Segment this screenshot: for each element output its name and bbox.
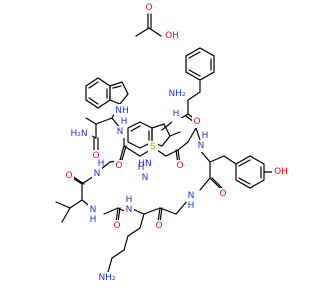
cys-hydrogen-label: H [138, 163, 145, 173]
amine-nh2-label: NH₂ [168, 89, 186, 99]
trp-amide-hydrogen-label: H [121, 117, 128, 127]
acetic-acid-structure: O OH [135, 3, 179, 41]
cys-nitrogen-label: N [142, 173, 149, 183]
molecule-diagram: O OH [55, 3, 290, 284]
val-amide-nitrogen-label: N [90, 205, 97, 215]
sulfur-label: S [150, 142, 156, 152]
tyr-amide-nitrogen-label: N [198, 141, 205, 151]
atom-labels: NH₂ O H NH H₂N O N H S O HN N H O N H OH… [64, 88, 290, 284]
bond-network [55, 47, 279, 273]
valine-oxygen-label: O [65, 171, 72, 181]
tyr-hydrogen-label: H [188, 201, 195, 211]
lys-nitrogen-label: N [126, 205, 133, 215]
phe-amide-hydrogen-label: H [173, 109, 180, 119]
valine-nitrogen-label: N [94, 169, 101, 179]
tyr-nitrogen-label: N [188, 191, 195, 201]
indole-nh-label-1: NH [115, 106, 129, 116]
trp-amide-nitrogen-label: N [117, 127, 124, 137]
val-carbonyl-oxygen-label: O [113, 221, 120, 231]
amide-h2n-label: H₂N [70, 129, 87, 139]
indole-hn-label-2: HN [138, 159, 152, 169]
amide-oxygen-label: O [92, 151, 99, 161]
phe-carbonyl-oxygen-label: O [193, 117, 200, 127]
val-amide-hydrogen-label: H [90, 215, 97, 225]
lysine-amine-label: NH₂ [98, 273, 116, 283]
macrocycle-oxygen-label: O [176, 161, 183, 171]
tyr-carbonyl-oxygen-label: O [219, 189, 226, 199]
tyrosine-hydroxyl-label: OH [274, 167, 288, 177]
ring-oxygen-upper-label: O [115, 161, 122, 171]
acetic-hydroxyl-label: OH [165, 31, 179, 41]
molecule-structure-canvas: O OH [55, 3, 290, 284]
valine-hydrogen-label: H [98, 159, 105, 169]
lys-oxygen-label: O [155, 221, 162, 231]
lys-hydrogen-label: H [126, 195, 133, 205]
acetic-oxygen-label: O [145, 3, 152, 13]
tyr-amide-hydrogen-label: H [202, 131, 209, 141]
